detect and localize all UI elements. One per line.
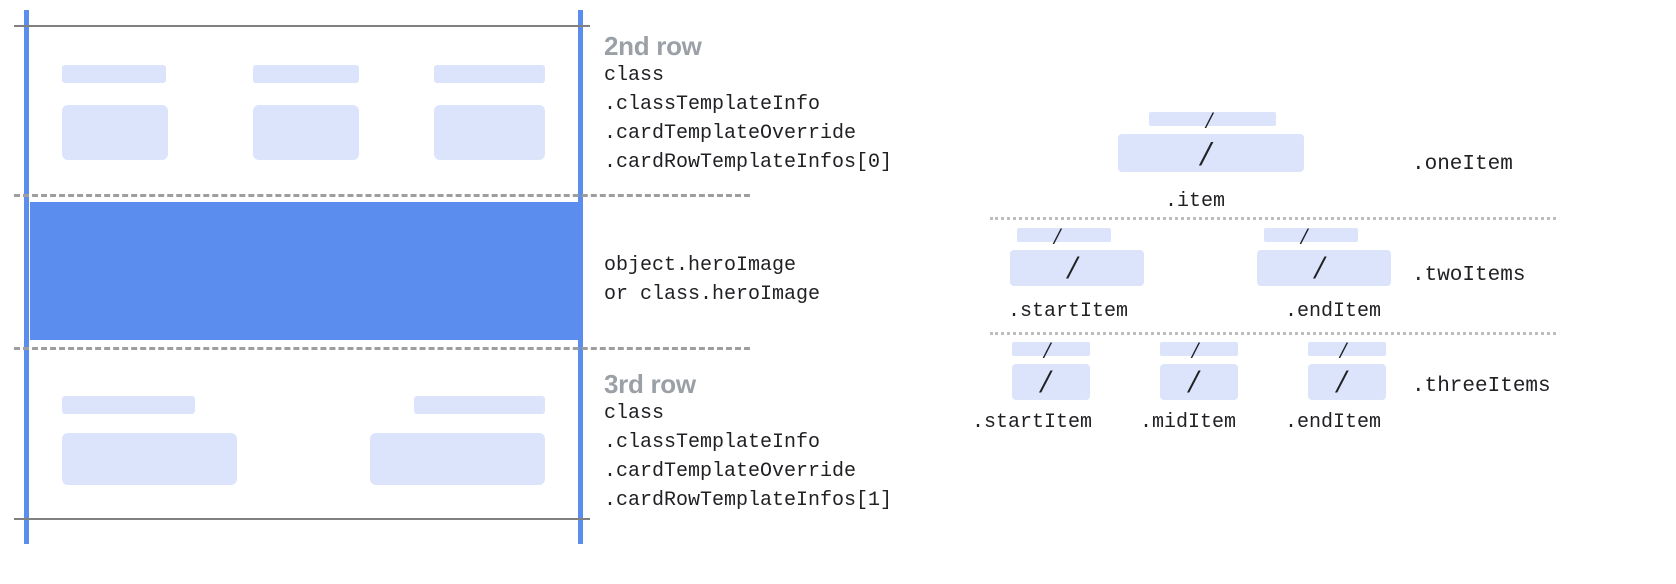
three-items-mid-minibar [1160,342,1238,356]
two-items-end-widget: / / [1257,225,1393,286]
three-items-start-mainbar [1012,364,1090,400]
row3-col2-label-bar [414,396,545,414]
row2-col1-label-bar [62,65,166,83]
annotation-2nd-row-code: class .classTemplateInfo .cardTemplateOv… [604,63,893,174]
row3-col1-value-bar [62,433,237,485]
three-items-end-label: .endItem [1285,411,1382,434]
three-items-start-minibar [1012,342,1090,356]
two-items-start-label: .startItem [1008,300,1129,323]
two-items-start-mainbar [1010,250,1144,286]
row3-col2-value-bar [370,433,545,485]
card-bottom-rule [14,518,590,520]
annotation-2nd-row: 2nd row class .classTemplateInfo .cardTe… [604,32,892,177]
annotation-3rd-row-code: class .classTemplateInfo .cardTemplateOv… [604,401,893,512]
two-items-group-label: .twoItems [1412,264,1526,287]
row2-col3-label-bar [434,65,545,83]
one-item-minibar [1149,112,1276,126]
three-items-end-widget: / / [1308,339,1388,400]
three-items-end-mainbar [1308,364,1386,400]
one-item-mainbar [1118,134,1304,172]
two-items-start-minibar [1017,228,1111,242]
row3-col1-label-bar [62,396,195,414]
card-top-rule [14,25,590,27]
row2-col2-label-bar [253,65,359,83]
item-variants-diagram: / / .item .oneItem / / .startItem / / .e… [960,0,1676,584]
left-guide-rail [24,10,29,544]
three-items-mid-mainbar [1160,364,1238,400]
annotation-3rd-row-title: 3rd row [604,369,696,399]
variant-separator-2 [990,332,1556,335]
variant-separator-1 [990,217,1556,220]
one-item-group-label: .oneItem [1412,153,1513,176]
two-items-start-widget: / / [1010,225,1146,286]
three-items-start-label: .startItem [972,411,1093,434]
two-items-end-label: .endItem [1285,300,1382,323]
two-items-end-mainbar [1257,250,1391,286]
row2-col2-value-bar [253,105,359,160]
three-items-group-label: .threeItems [1412,375,1551,398]
row-separator-1 [14,194,750,197]
one-item-label: .item [1165,190,1226,213]
card-layout-diagram [0,0,750,584]
annotation-3rd-row: 3rd row class .classTemplateInfo .cardTe… [604,370,892,515]
two-items-end-minibar [1264,228,1358,242]
row-separator-2 [14,347,750,350]
three-items-mid-label: .midItem [1140,411,1237,434]
annotation-2nd-row-title: 2nd row [604,31,702,61]
hero-image-block [30,202,582,340]
annotation-hero-image: object.heroImage or class.heroImage [604,251,820,309]
row2-col1-value-bar [62,105,168,160]
row2-col3-value-bar [434,105,545,160]
three-items-mid-widget: / / [1160,339,1240,400]
three-items-end-minibar [1308,342,1386,356]
one-item-widget: / / [1118,109,1308,172]
three-items-start-widget: / / [1012,339,1092,400]
annotation-hero-image-code: object.heroImage or class.heroImage [604,254,821,306]
